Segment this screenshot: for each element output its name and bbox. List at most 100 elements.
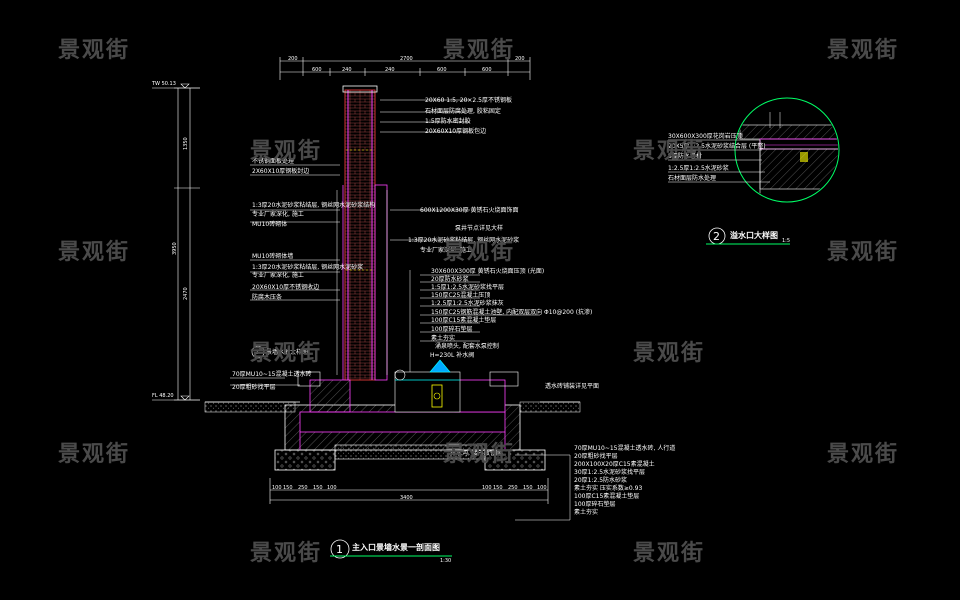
pool-label: 涌泉喷头, 配套水泵控制 <box>435 342 499 350</box>
watermark: 景观街 <box>58 38 131 63</box>
detail-callout: 20X5厚1:2.5水泥砂浆结合层 (平整) <box>668 142 766 150</box>
leader-lines <box>230 99 571 521</box>
bottom-subdim-4: 150 <box>313 485 323 491</box>
callout-text: MU10砖砌体 <box>252 220 287 228</box>
watermark: 景观街 <box>58 442 131 467</box>
left-dim-3: 2470 <box>183 287 189 300</box>
detail-callout: 石材面层防水处理 <box>668 174 716 182</box>
callout-text: 200X100X20厚C15素混凝土 <box>574 460 655 468</box>
callout-right-side: 透水砖铺装详见平面 <box>545 382 599 390</box>
callout-text: 600X1200X30厚 黄锈石火烧面饰面 <box>420 206 519 214</box>
callout-text: 20X60X10厚不锈钢收边 <box>252 283 319 291</box>
callout-text: 防腐木压条 <box>252 293 282 301</box>
watermark: 景观街 <box>250 541 323 566</box>
detail-callout: 1:2.5厚1:2.5水泥砂浆 <box>668 164 729 172</box>
pool-basin <box>284 359 521 451</box>
watermark: 景观街 <box>443 442 516 467</box>
detail-callout: 5厚防水卷材 <box>668 152 702 160</box>
callout-text: 1:3厚20水泥砂浆粘结层, 钢丝网水泥砂浆 <box>252 263 363 271</box>
elevation-base: FL 48.20 <box>152 393 174 399</box>
callout-text: 100厚C15素混凝土垫层 <box>574 492 639 500</box>
section-1-scale: 1:30 <box>440 558 451 564</box>
left-dim-2: 3950 <box>172 242 178 255</box>
callout-text: 100厚碎石垫层 <box>431 325 472 333</box>
section-2-name: 溢水口大样图 <box>730 230 778 240</box>
callout-bottom-right: 70厚MU10~15混凝土透水砖, 人行道 20厚粗砂找平层 200X100X2… <box>574 444 675 516</box>
bottom-dim-total: 3400 <box>400 495 413 501</box>
bottom-subdim-5: 100 <box>327 485 337 491</box>
callout-text: 素土夯实 压实系数≥0.93 <box>574 484 642 492</box>
callout-text: 100厚C15素混凝土垫层 <box>431 316 496 324</box>
callout-text: 泵井节点详见大样 <box>455 224 503 232</box>
callout-text: 20厚1:2.5防水砂浆 <box>574 476 627 484</box>
callout-text: 石材面层防腐处理, 胶粘固定 <box>425 107 501 115</box>
callout-text: 2X60X10厚钢板封边 <box>252 167 309 175</box>
section-2-scale: 1:5 <box>782 238 790 244</box>
callout-text: 1:2.5厚1:2.5水泥砂浆抹灰 <box>431 299 504 307</box>
detail-tag-left: 2 景墙水池大样图 <box>251 345 308 359</box>
bottom-subdim-3: 250 <box>298 485 308 491</box>
bottom-subdim-6: 100 <box>482 485 492 491</box>
watermark: 景观街 <box>827 240 900 265</box>
top-dim-2: 2700 <box>400 56 413 62</box>
detail-2-bubble: 30X600X300厚花岗岩压顶 20X5厚1:2.5水泥砂浆结合层 (平整) … <box>668 97 840 203</box>
watermark: 景观街 <box>633 341 706 366</box>
callout-text: 30X600X300厚 黄锈石火烧面压顶 (光面) <box>431 267 544 275</box>
callout-text: 70厚MU10~15混凝土透水砖, 人行道 <box>574 444 675 452</box>
tag-number: 2 <box>255 350 258 356</box>
detail-callout: 30X600X300厚花岗岩压顶 <box>668 132 743 140</box>
callout-text: MU10砖砌体墙 <box>252 252 293 260</box>
top-dimension <box>279 57 531 80</box>
top-dim-1: 200 <box>288 56 298 62</box>
drain-tag <box>394 369 406 381</box>
callout-text: 素土夯实 <box>431 334 455 342</box>
callout-text: 20X60 1:5, 20×2.5厚不锈钢板 <box>425 96 512 104</box>
callout-text: 150厚C25混凝土压顶 <box>431 291 490 299</box>
watermark: 景观街 <box>250 139 323 164</box>
callout-bottom-left: 70厚MU10~15混凝土透水砖 20厚粗砂找平层 <box>232 370 312 391</box>
section-1-title: 1 主入口景墙水景一剖面图 1:30 <box>330 539 452 564</box>
section-1-number: 1 <box>336 543 343 556</box>
watermark: 景观街 <box>443 38 516 63</box>
callout-text: 不锈钢面板处理 <box>252 157 294 165</box>
bottom-subdim-1: 100 <box>272 485 282 491</box>
callout-text: 专业厂家深化, 施工 <box>252 210 304 218</box>
watermark: 景观街 <box>250 341 323 366</box>
callout-left-mid: 1:3厚20水泥砂浆粘结层, 钢丝网水泥砂浆结构 专业厂家深化, 施工 MU10… <box>252 201 375 228</box>
top-subdim-4: 600 <box>437 67 447 73</box>
section-2-title: 2 溢水口大样图 1:5 <box>706 227 790 245</box>
callout-left-upper: 不锈钢面板处理 2X60X10厚钢板封边 <box>252 157 309 175</box>
callout-text: 20厚防水砂浆 <box>431 275 469 283</box>
tag-left-text: 景墙水池大样图 <box>266 348 308 356</box>
left-dim-1: 1350 <box>183 137 189 150</box>
watermark: 景观街 <box>827 38 900 63</box>
pool-sub-label: H=230L 补水阀 <box>430 351 474 359</box>
section-1-name: 主入口景墙水景一剖面图 <box>352 542 440 552</box>
callout-right-lower: 1:3厚20水泥砂浆粘结层, 钢丝网水泥砂浆 专业厂家深化, 施工 <box>408 236 519 254</box>
callout-text: 1:5厚防水密封胶 <box>425 117 471 125</box>
top-subdim-5: 600 <box>482 67 492 73</box>
callout-bottom-center: 排水沟, 接市政管网 <box>450 449 502 457</box>
callout-text: 150厚C25钢筋混凝土池壁, 内配双层双向 Φ10@200 (抗渗) <box>431 308 592 316</box>
callout-text: 20X60X10厚钢板包边 <box>425 127 486 135</box>
bottom-dimension <box>269 478 549 504</box>
callout-left-lower: MU10砖砌体墙 1:3厚20水泥砂浆粘结层, 钢丝网水泥砂浆 专业厂家深化, … <box>252 252 363 301</box>
callout-text: 1:5厚1:2.5水泥砂浆找平层 <box>431 283 504 291</box>
callout-top-right: 20X60 1:5, 20×2.5厚不锈钢板 石材面层防腐处理, 胶粘固定 1:… <box>425 96 512 135</box>
watermark: 景观街 <box>443 240 516 265</box>
elevation-top: TW 50.13 <box>151 81 176 87</box>
bottom-subdim-2: 150 <box>283 485 293 491</box>
callout-text: 100厚碎石垫层 <box>574 500 615 508</box>
callout-text: 1:3厚20水泥砂浆粘结层, 钢丝网水泥砂浆 <box>408 236 519 244</box>
left-dimension <box>174 87 200 401</box>
callout-text: 1:3厚20水泥砂浆粘结层, 钢丝网水泥砂浆结构 <box>252 201 375 209</box>
bottom-subdim-7: 150 <box>493 485 503 491</box>
top-subdim-2: 240 <box>342 67 352 73</box>
section-2-number: 2 <box>713 230 720 243</box>
callout-text: 70厚MU10~15混凝土透水砖 <box>232 370 312 378</box>
watermark: 景观街 <box>633 541 706 566</box>
callout-text: 20厚粗砂找平层 <box>232 383 276 391</box>
top-subdim-3: 240 <box>385 67 395 73</box>
callout-right-mid: 600X1200X30厚 黄锈石火烧面饰面 泵井节点详见大样 <box>420 206 519 232</box>
